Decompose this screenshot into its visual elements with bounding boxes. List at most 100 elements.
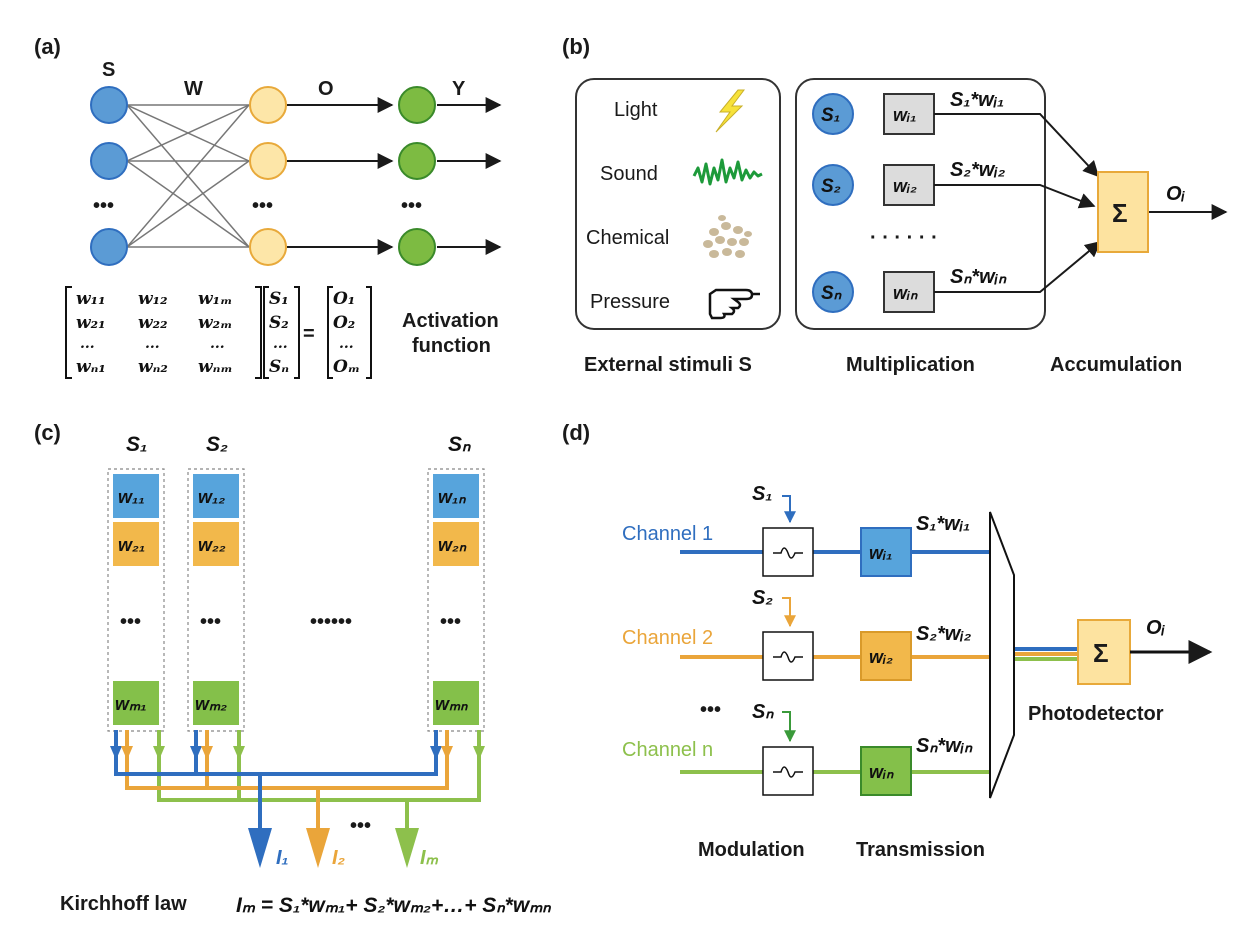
- input-node: [812, 271, 854, 313]
- column-frame: [427, 468, 485, 732]
- weight-cell: [113, 681, 159, 725]
- weight-label: w₂ₙ: [438, 535, 467, 555]
- matrix-cell: wₙₘ: [198, 357, 233, 377]
- weight-label: wᵢₙ: [893, 283, 918, 303]
- input-node: [812, 164, 854, 206]
- matrix-cell: ...: [210, 336, 225, 352]
- modulator-box: [762, 631, 814, 681]
- input-label: Sₙ: [752, 701, 774, 723]
- matrix-cell: w₂ₘ: [198, 313, 232, 333]
- dots: · · · · · ·: [870, 227, 938, 249]
- vector-cell: ...: [339, 336, 354, 352]
- vector-cell: S₁: [269, 289, 289, 309]
- weight-label: w₂₁: [118, 535, 145, 555]
- vector-cell: Sₙ: [269, 357, 289, 377]
- matrix-cell: wₙ₂: [138, 357, 168, 377]
- channel-label: Channel n: [622, 739, 713, 761]
- panel-c-label: (c): [34, 420, 61, 445]
- current-wires: [114, 730, 481, 830]
- stimulus-label: Pressure: [590, 291, 670, 313]
- lightning-icon: [715, 89, 745, 133]
- dots: •••: [252, 195, 273, 217]
- input-arrow: [782, 495, 796, 524]
- vector-cell: ...: [273, 336, 288, 352]
- output-node: [398, 142, 436, 180]
- label-y: Y: [452, 78, 466, 100]
- sigma-icon: Σ: [1093, 638, 1109, 668]
- kirchhoff-label: Kirchhoff law: [60, 893, 187, 915]
- caption: Transmission: [856, 839, 985, 861]
- column-frame: [187, 468, 245, 732]
- caption: Photodetector: [1028, 703, 1164, 725]
- weight-label: wᵢₙ: [869, 762, 894, 782]
- chemical-particles-icon: [703, 215, 752, 258]
- input-label: S₂: [752, 587, 773, 609]
- weight-box: [860, 631, 912, 681]
- weight-label: wᵢ₂: [893, 176, 917, 196]
- equals-sign: =: [303, 323, 315, 345]
- weight-label: w₁₂: [198, 487, 225, 507]
- panel-b: (b) Light Sound Chemical Pressure S₁ S₂ …: [562, 34, 1228, 376]
- stimuli-box: [575, 78, 781, 330]
- output-label: Oᵢ: [1146, 617, 1166, 639]
- panel-a-label: (a): [34, 34, 61, 59]
- input-label: S₁: [821, 105, 840, 126]
- dots: •••: [120, 611, 141, 633]
- product-label: S₁*wᵢ₁: [950, 89, 1004, 111]
- matrix-cell: ...: [80, 336, 95, 352]
- caption: Accumulation: [1050, 354, 1182, 376]
- panel-d-label: (d): [562, 420, 590, 445]
- activation-label: Activation: [402, 310, 499, 332]
- combiner: [989, 511, 1015, 799]
- caption: Modulation: [698, 839, 805, 861]
- matrix-cell: w₂₂: [138, 313, 168, 333]
- channel-label: Channel 1: [622, 523, 713, 545]
- panel-c: (c) S₁ S₂ Sₙ w₁₁ w₁₂ w₁ₙ w₂₁ w₂₂ w₂ₙ wₘ₁…: [34, 420, 551, 917]
- column-head: S₂: [206, 433, 228, 456]
- weight-cell: [433, 522, 479, 566]
- caption: Multiplication: [846, 354, 975, 376]
- weight-cell: [193, 522, 239, 566]
- label-o: O: [318, 78, 334, 100]
- sum-box: [1097, 171, 1149, 253]
- weight-label: wₘ₁: [115, 694, 147, 714]
- output-vector: O₁ O₂ ... Oₘ: [327, 286, 372, 379]
- product-label: Sₙ*wᵢₙ: [916, 735, 973, 757]
- weight-cell: [193, 474, 239, 518]
- weight-label: w₁ₙ: [438, 487, 466, 507]
- input-node: [90, 228, 128, 266]
- label-s: S: [102, 59, 115, 81]
- panel-b-label: (b): [562, 34, 590, 59]
- weight-box: [860, 746, 912, 796]
- hidden-node: [249, 142, 287, 180]
- input-arrow: [782, 597, 796, 628]
- caption: External stimuli S: [584, 354, 752, 376]
- vector-cell: O₁: [333, 289, 355, 309]
- vector-cell: S₂: [269, 313, 289, 333]
- weight-cell: [433, 681, 479, 725]
- modulation-wave-icon: [773, 547, 803, 559]
- input-node: [90, 86, 128, 124]
- input-vector: S₁ S₂ ... Sₙ: [263, 286, 300, 379]
- multiplication-box: [795, 78, 1046, 330]
- matrix-cell: w₂₁: [76, 313, 106, 333]
- sound-wave-icon: [692, 158, 763, 186]
- label-w: W: [184, 78, 203, 100]
- current-label: Iₘ: [420, 847, 439, 869]
- weight-cell: [433, 474, 479, 518]
- channel-label: Channel 2: [622, 627, 713, 649]
- activation-label: function: [412, 335, 491, 357]
- weight-matrix: w₁₁ w₁₂ w₁ₘ w₂₁ w₂₂ w₂ₘ ... ... ... wₙ₁ …: [65, 286, 262, 379]
- weight-label: w₂₂: [198, 535, 226, 555]
- hidden-node: [249, 228, 287, 266]
- product-label: Sₙ*wᵢₙ: [950, 266, 1007, 288]
- stimulus-label: Light: [614, 99, 658, 121]
- matrix-cell: w₁₂: [138, 289, 168, 309]
- weight-label: wᵢ₂: [869, 647, 893, 667]
- weight-label: wₘ₂: [195, 694, 227, 714]
- product-label: S₂*wᵢ₂: [916, 623, 972, 645]
- weight-label: wᵢ₁: [893, 105, 916, 125]
- weight-cell: [113, 474, 159, 518]
- input-node: [812, 93, 854, 135]
- hidden-node: [249, 86, 287, 124]
